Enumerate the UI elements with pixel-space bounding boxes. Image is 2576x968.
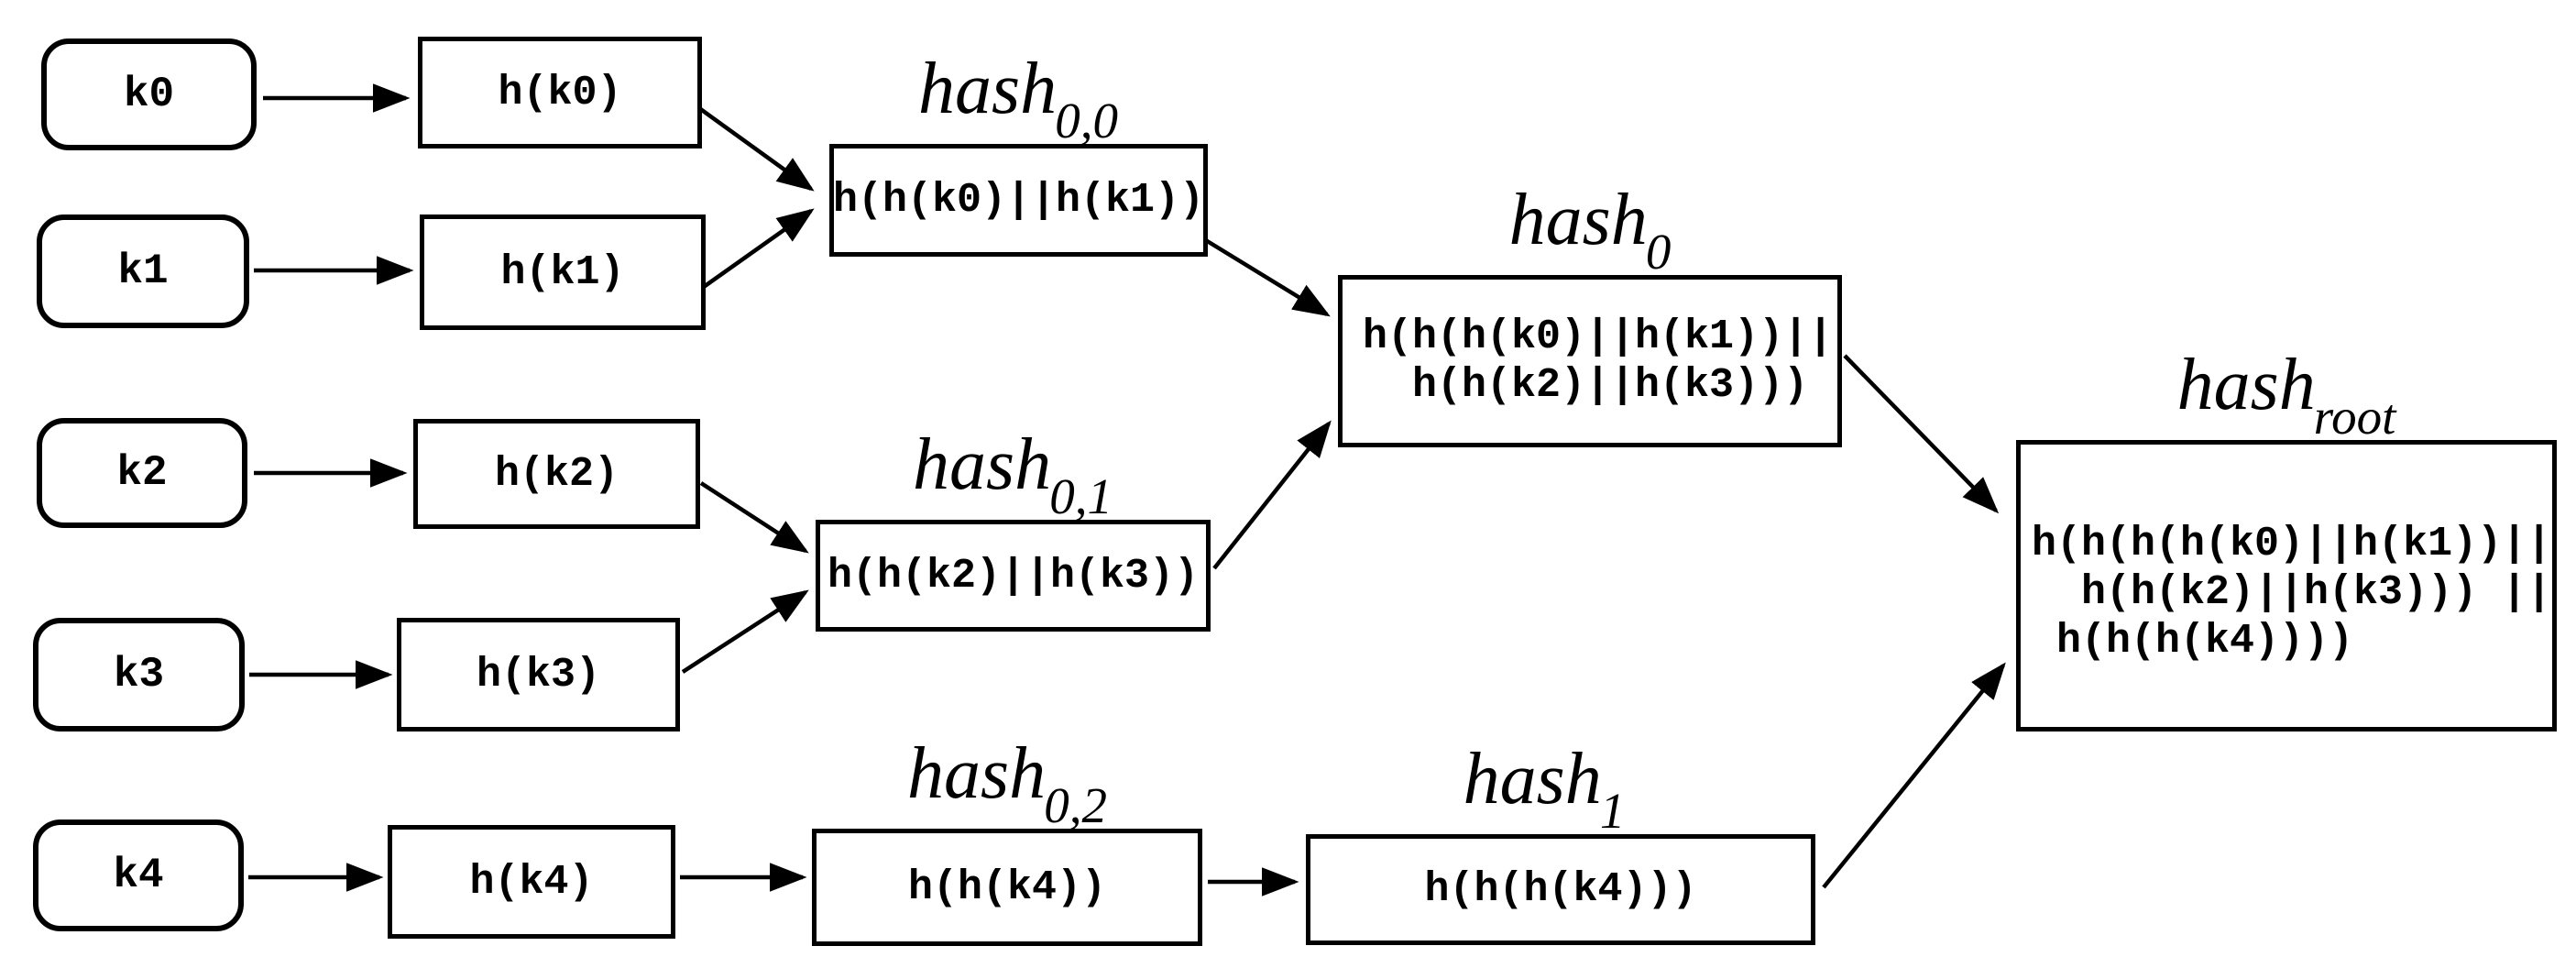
leaf-node-k4: k4 (33, 820, 244, 931)
label-hash-0-0: hash0,0 (918, 49, 1118, 148)
hash-node-root: h(h(h(h(k0)||h(k1))|| h(h(k2)||h(k3))) |… (2016, 440, 2557, 732)
leaf-k4-text: k4 (113, 851, 164, 899)
hash-root-text: h(h(h(h(k0)||h(k1))|| h(h(k2)||h(k3))) |… (2032, 520, 2552, 665)
leaf-k1-text: k1 (117, 247, 169, 295)
hk2-text: h(k2) (494, 450, 619, 498)
arrow-hk3-to-hash01 (681, 589, 809, 674)
hash-0-text: h(h(h(k0)||h(k1))|| h(h(k2)||h(k3))) (1363, 314, 1834, 409)
leaf-node-k2: k2 (37, 418, 247, 528)
hash-node-hk0: h(k0) (418, 37, 702, 148)
label-hash-root-subscript: root (2313, 389, 2396, 445)
hash-0-1-text: h(h(k2)||h(k3)) (827, 552, 1200, 600)
hash-node-0: h(h(h(k0)||h(k1))|| h(h(k2)||h(k3))) (1338, 275, 1842, 447)
label-hash-0-1: hash0,1 (913, 424, 1113, 524)
hash-node-hk2: h(k2) (413, 419, 700, 529)
hash-1-text: h(h(h(k4))) (1424, 866, 1697, 913)
label-hash-root: hashroot (2176, 345, 2396, 445)
hk0-text: h(k0) (498, 69, 622, 116)
hk4-text: h(k4) (469, 858, 594, 906)
label-hash-1-subscript: 1 (1599, 783, 1626, 839)
label-hash-0: hash0 (1508, 180, 1672, 280)
hash-0-2-text: h(h(k4)) (907, 864, 1107, 911)
hash-0-0-text: h(h(k0)||h(k1)) (832, 177, 1205, 224)
arrow-hk1-to-hash00 (699, 208, 815, 291)
hash-node-0-2: h(h(k4)) (812, 829, 1202, 946)
hash-node-hk4: h(k4) (388, 825, 675, 939)
leaf-node-k0: k0 (41, 38, 257, 150)
leaf-k2-text: k2 (116, 448, 168, 497)
label-hash-1: hash1 (1463, 739, 1626, 839)
label-hash-0-subscript: 0 (1645, 224, 1672, 280)
leaf-k3-text: k3 (113, 650, 165, 698)
hash-node-1: h(h(h(k4))) (1306, 834, 1815, 945)
hk3-text: h(k3) (476, 651, 601, 698)
hk1-text: h(k1) (500, 248, 625, 296)
leaf-node-k3: k3 (33, 618, 245, 732)
hash-node-hk1: h(k1) (420, 214, 706, 330)
hash-node-0-0: h(h(k0)||h(k1)) (829, 144, 1208, 257)
label-hash-0-0-subscript: 0,0 (1055, 93, 1118, 148)
leaf-node-k1: k1 (37, 214, 249, 328)
hash-node-hk3: h(k3) (397, 618, 680, 732)
leaf-k0-text: k0 (123, 70, 175, 118)
label-hash-0-2-subscript: 0,2 (1044, 777, 1107, 833)
label-hash-0-2: hash0,2 (907, 733, 1107, 833)
hash-node-0-1: h(h(k2)||h(k3)) (816, 520, 1211, 632)
label-hash-0-1-subscript: 0,1 (1049, 468, 1113, 524)
